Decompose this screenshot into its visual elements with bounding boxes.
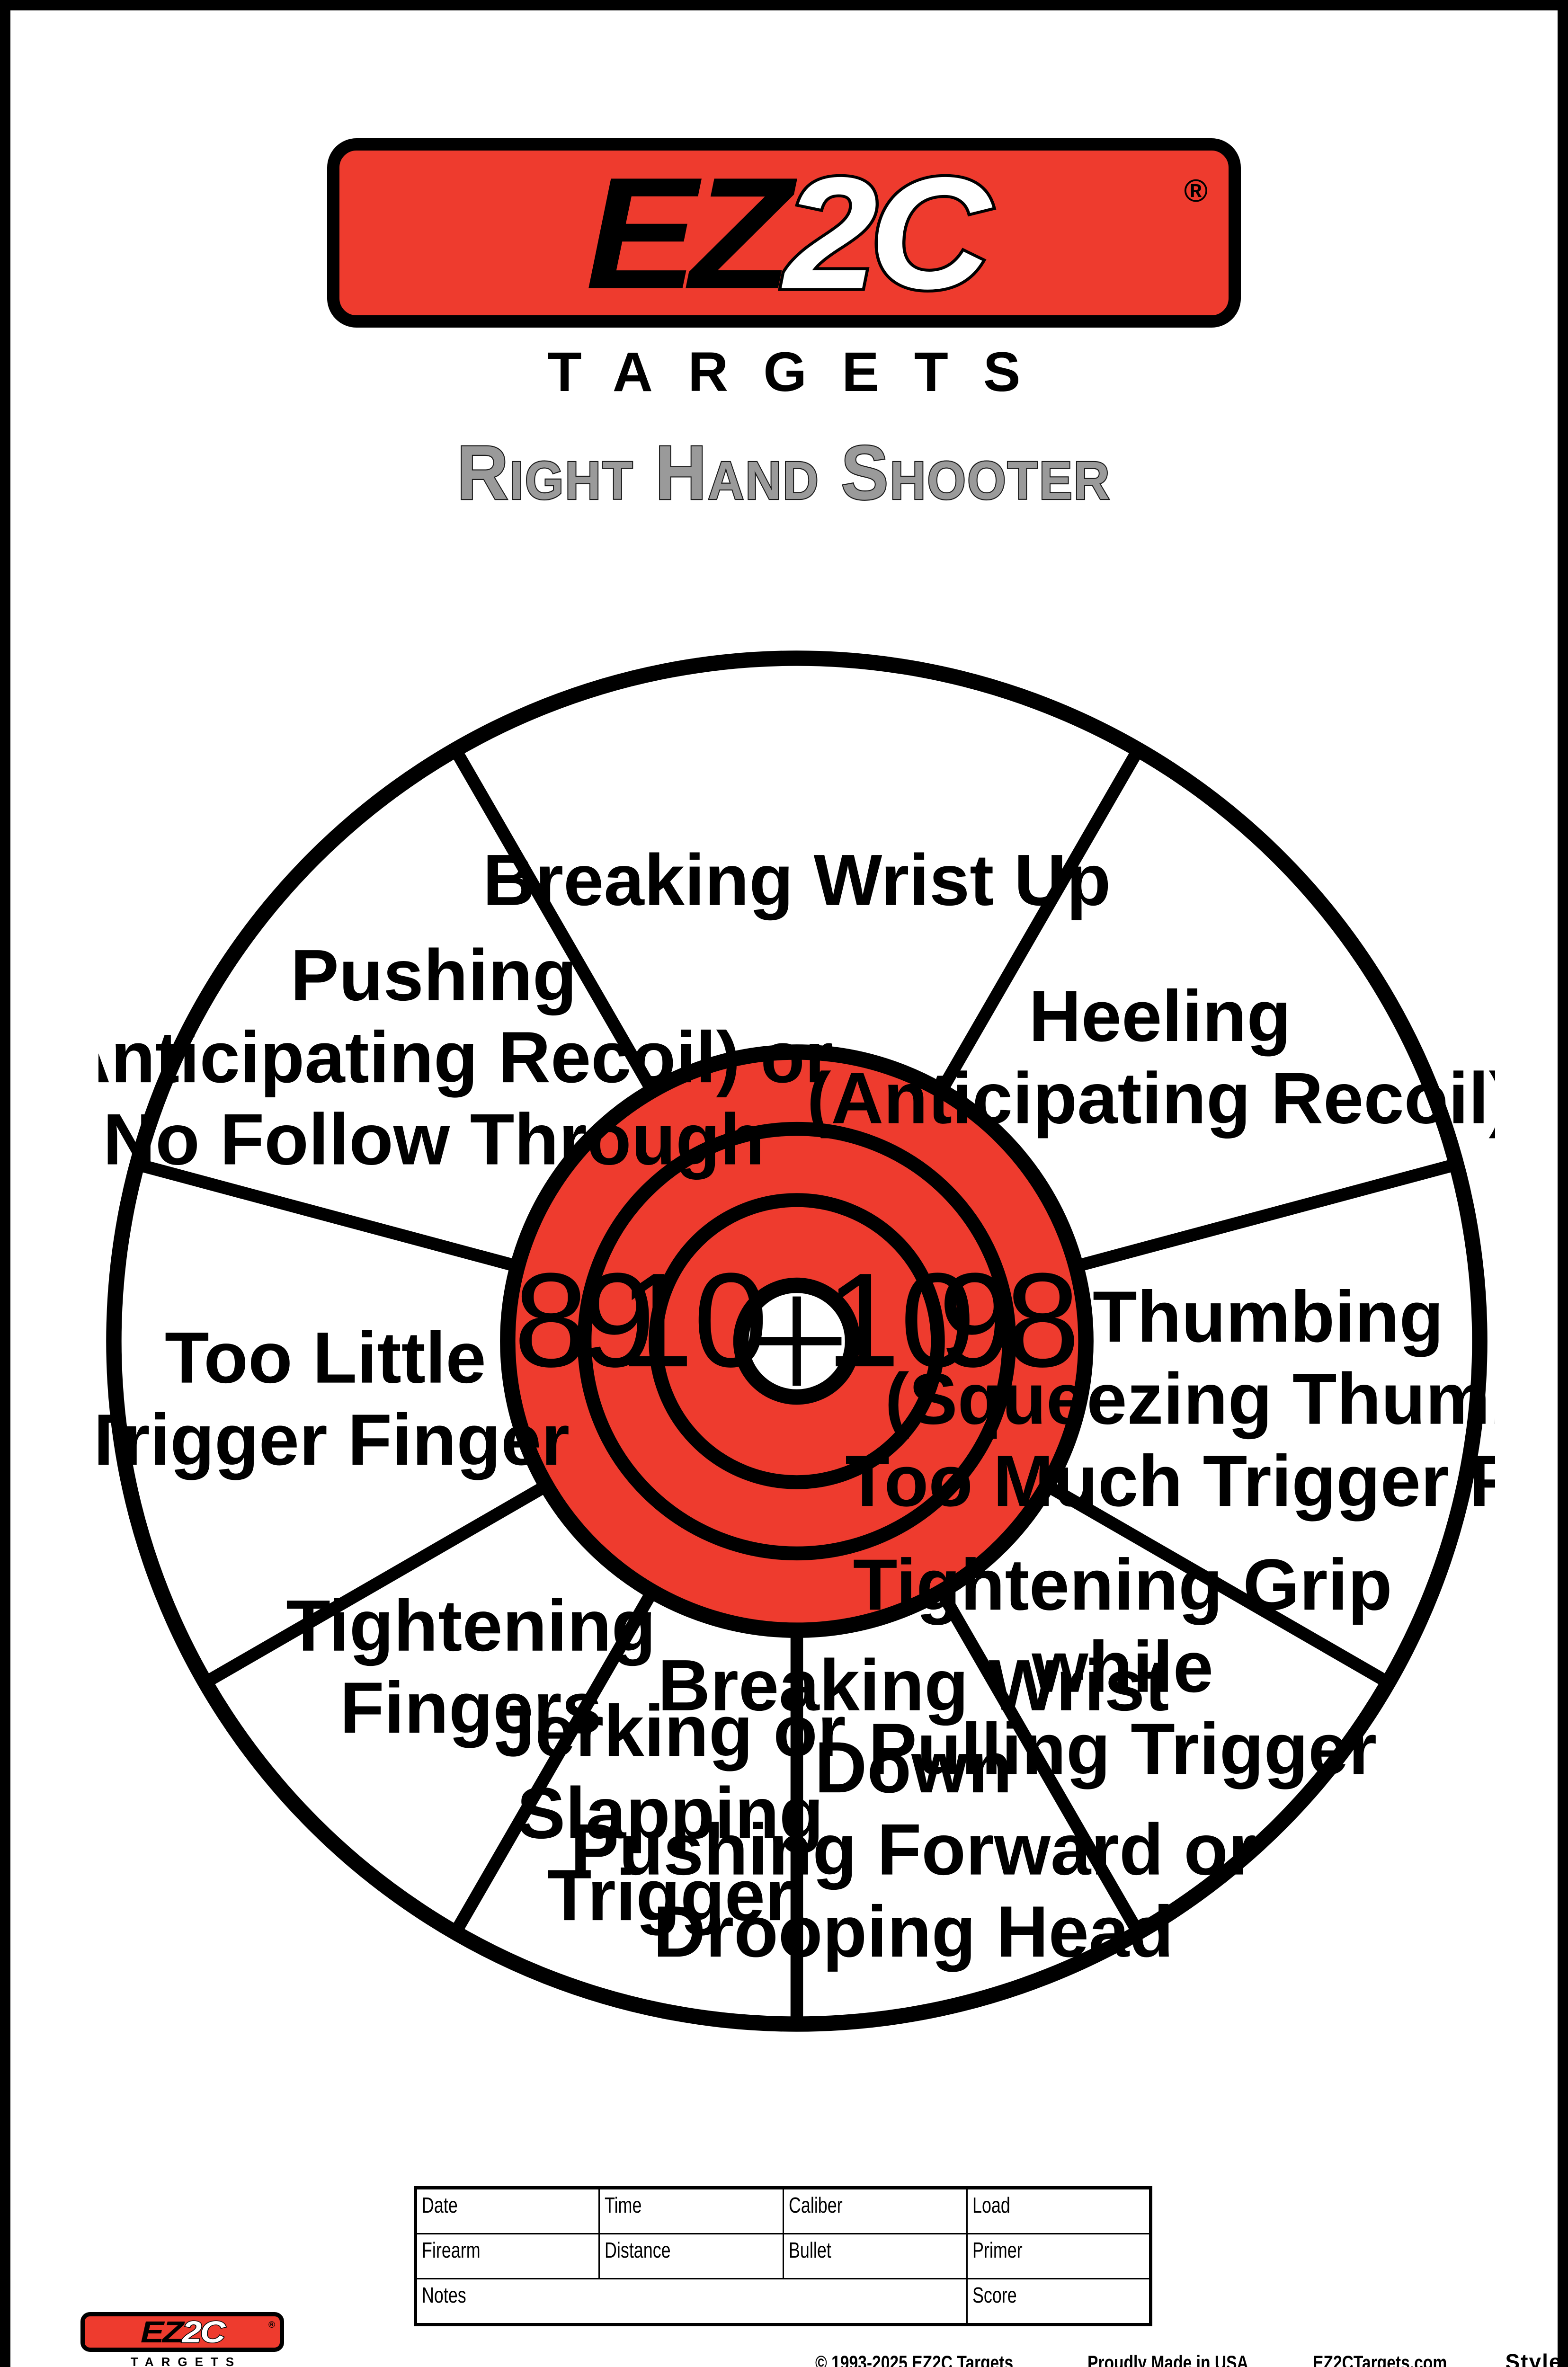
footer-credits: © 1993-2025 EZ2C Targets Proudly Made in…: [815, 2349, 1562, 2367]
cell-distance[interactable]: Distance: [598, 2233, 784, 2279]
label-date: Date: [422, 2193, 458, 2217]
label-time: Time: [605, 2193, 642, 2217]
footer-logo-wordmark: EZ2C: [141, 2315, 226, 2349]
style-code-text: Style 11R: [1505, 2349, 1562, 2367]
segment-label-line: Too Little: [165, 1317, 486, 1398]
segment-divider-6: [453, 1588, 658, 1930]
segment-label-line: No Follow Through: [103, 1099, 764, 1180]
cell-bullet[interactable]: Bullet: [782, 2233, 968, 2279]
made-in-usa-text: Proudly Made in USA: [1087, 2351, 1248, 2367]
logo-2c-text: 2C: [781, 143, 993, 322]
segment-divider-lines: [142, 752, 1452, 2017]
footer-registered-trademark-icon: ®: [268, 2320, 275, 2330]
segment-label-line: Heeling: [1029, 975, 1291, 1057]
segment-label-line: Breaking Wrist Up: [483, 839, 1111, 921]
cell-notes[interactable]: Notes: [415, 2278, 968, 2325]
segment-divider-1: [935, 752, 1140, 1094]
segment-label-line: Pushing: [290, 934, 577, 1016]
table-row: Notes Score: [415, 2278, 1152, 2325]
ring-number-right-8: 8: [1005, 1246, 1080, 1395]
segment-label-line: Pushing Forward or: [570, 1809, 1256, 1890]
ring-number-right-9: 9: [938, 1246, 1013, 1395]
cell-firearm[interactable]: Firearm: [414, 2233, 600, 2279]
segment-label-line: (Squeezing Thumb) or: [885, 1358, 1495, 1440]
ring-score-numbers: 8 9 10 10 9 8: [514, 1246, 1080, 1395]
crosshair-icon: [752, 1296, 842, 1386]
segment-label-line: Too Much Trigger Finger: [845, 1440, 1495, 1522]
label-firearm: Firearm: [422, 2238, 481, 2262]
segment-label-line: Drooping Head: [653, 1891, 1174, 1972]
ring-number-left-9: 9: [581, 1246, 656, 1395]
copyright-text: © 1993-2025 EZ2C Targets: [815, 2351, 1014, 2367]
segment-divider-3: [1044, 1480, 1386, 1685]
cell-score[interactable]: Score: [966, 2278, 1152, 2325]
cell-time[interactable]: Time: [598, 2187, 784, 2234]
label-bullet: Bullet: [788, 2238, 831, 2262]
segment-label-line: Fingers: [340, 1667, 602, 1748]
footer-logo-2c-text: 2C: [181, 2315, 226, 2349]
segment-label-line: Slapping: [517, 1772, 824, 1854]
segment-divider-9: [453, 752, 658, 1094]
segment-label-line: Trigger: [547, 1854, 793, 1936]
label-distance: Distance: [605, 2238, 671, 2262]
segment-label-line: Thumbing: [1093, 1276, 1443, 1357]
shooting-log-table: Date Time Caliber Load Firearm Distance …: [414, 2186, 1152, 2326]
segment-label-line: Tightening: [286, 1585, 656, 1666]
page-title: Right Hand Shooter: [456, 428, 1111, 516]
segment-divider-8: [142, 1160, 519, 1272]
segment-label-line: Breaking Wrist: [658, 1645, 1169, 1726]
label-score: Score: [972, 2283, 1017, 2307]
segment-label-thumbing: Thumbing(Squeezing Thumb) orToo Much Tri…: [845, 1276, 1495, 1522]
segment-label-breaking-wrist-up: Breaking Wrist Up: [483, 839, 1111, 921]
ring-number-left-8: 8: [514, 1246, 588, 1395]
footer-logo-badge: EZ2C ®: [80, 2312, 284, 2352]
footer-logo-tagline: TARGETS: [130, 2355, 242, 2367]
table-row: Date Time Caliber Load: [414, 2187, 1152, 2234]
segment-label-line: while: [1031, 1626, 1213, 1708]
ring-number-right-10: 10: [826, 1246, 975, 1395]
segment-divider-2: [1074, 1160, 1452, 1272]
segment-divider-4: [935, 1588, 1140, 1930]
table-row: Firearm Distance Bullet Primer: [414, 2233, 1152, 2279]
cell-date[interactable]: Date: [414, 2187, 600, 2234]
label-primer: Primer: [972, 2238, 1023, 2262]
target-wheel-graphic: 8 9 10 10 9 8 Breaking Wrist UpHeeling(A…: [98, 650, 1495, 2032]
segment-label-line: Tightening Grip: [853, 1544, 1392, 1625]
cell-caliber[interactable]: Caliber: [782, 2187, 968, 2234]
registered-trademark-icon: ®: [1184, 173, 1208, 209]
segment-label-heeling: Heeling(Anticipating Recoil): [807, 975, 1495, 1139]
label-notes: Notes: [422, 2283, 466, 2307]
segment-label-line: Pulling Trigger: [868, 1708, 1377, 1789]
logo-tagline: TARGETS: [547, 341, 1056, 403]
footer-ez2c-logo: EZ2C ® TARGETS: [80, 2312, 284, 2367]
segment-divider-7: [208, 1480, 550, 1685]
segment-label-line: (Anticipating Recoil): [807, 1058, 1495, 1139]
ring-number-left-10: 10: [619, 1246, 768, 1395]
logo-ez-text: EZ: [585, 143, 792, 322]
website-link[interactable]: EZ2CTargets.com: [1313, 2351, 1447, 2367]
segment-label-line: (Anticipating Recoil) or: [98, 1016, 833, 1098]
label-caliber: Caliber: [788, 2193, 843, 2217]
label-load: Load: [972, 2193, 1010, 2217]
cell-primer[interactable]: Primer: [966, 2233, 1152, 2279]
footer-logo-ez-text: EZ: [141, 2315, 184, 2349]
segment-label-line: Jerking or: [495, 1690, 846, 1771]
segment-label-line: Down: [815, 1726, 1012, 1808]
cell-load[interactable]: Load: [966, 2187, 1152, 2234]
segment-label-line: Trigger Finger: [98, 1399, 570, 1480]
